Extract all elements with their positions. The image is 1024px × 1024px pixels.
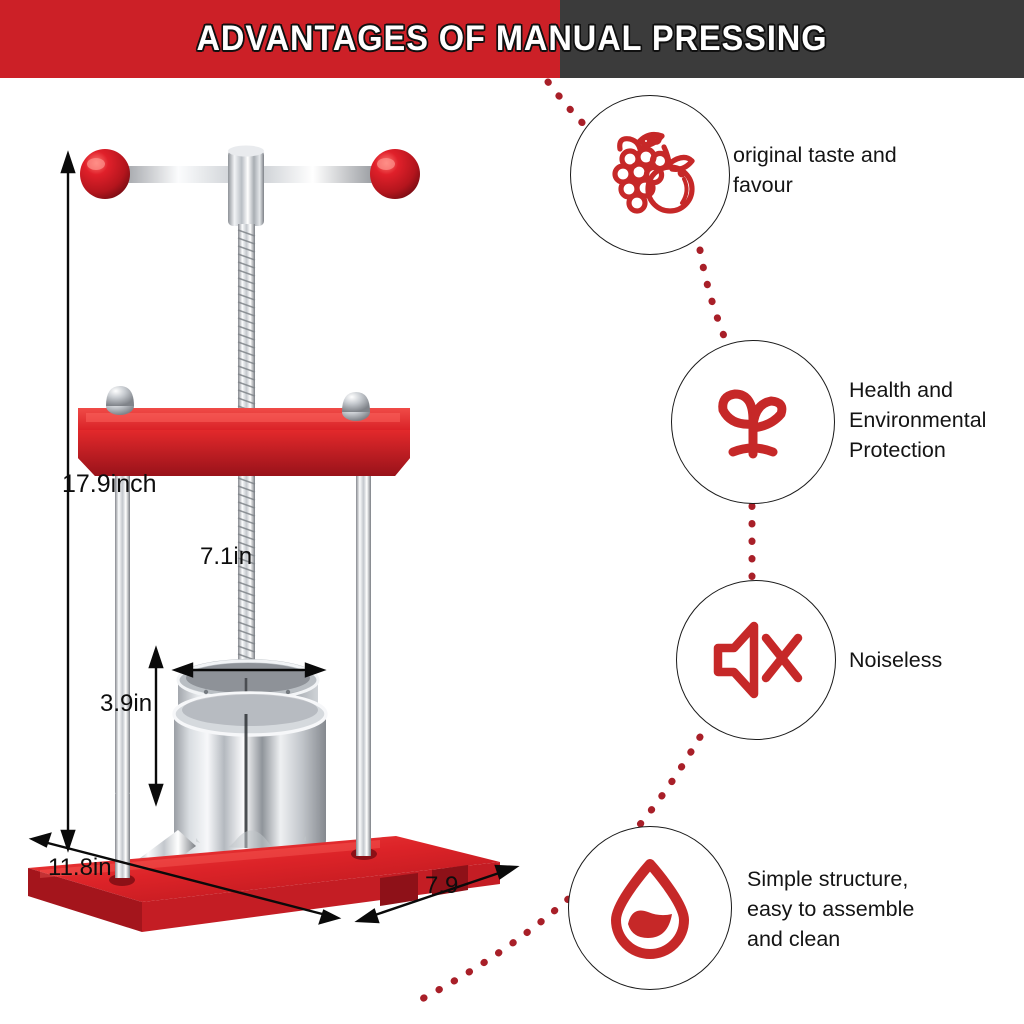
feature-circle-noiseless[interactable]: [676, 580, 836, 740]
dimension-label-base-width: 11.8in: [48, 854, 112, 881]
product-illustration: [28, 145, 520, 932]
feature-label-noiseless: Noiseless: [849, 648, 943, 672]
banner-red-block: [0, 0, 560, 78]
feature-label-simple: Simple structure, easy to assemble and c…: [747, 867, 915, 951]
dimension-label-basket-height: 3.9in: [100, 690, 153, 717]
dimension-label-basket-width: 7.1in: [200, 543, 253, 570]
feature-circle-health[interactable]: [671, 340, 835, 504]
feature-circle-taste[interactable]: [570, 95, 730, 255]
dimension-label-height: 17.9inch: [62, 470, 157, 498]
fruit-grapes-orange-icon: [612, 131, 695, 214]
feature-circle-simple[interactable]: [568, 826, 732, 990]
banner-dark-block: [560, 0, 1024, 78]
feature-label-health: Health and Environmental Protection: [849, 378, 987, 462]
muted-speaker-icon: [713, 621, 803, 699]
dimension-label-base-depth: 7.9: [425, 872, 459, 899]
feature-label-taste: original taste and favour: [733, 143, 897, 197]
header-banner: [0, 0, 1024, 78]
sprout-plant-icon: [718, 389, 787, 459]
water-droplet-icon: [611, 859, 689, 959]
page-title: ADVANTAGES OF MANUAL PRESSING: [196, 19, 828, 58]
